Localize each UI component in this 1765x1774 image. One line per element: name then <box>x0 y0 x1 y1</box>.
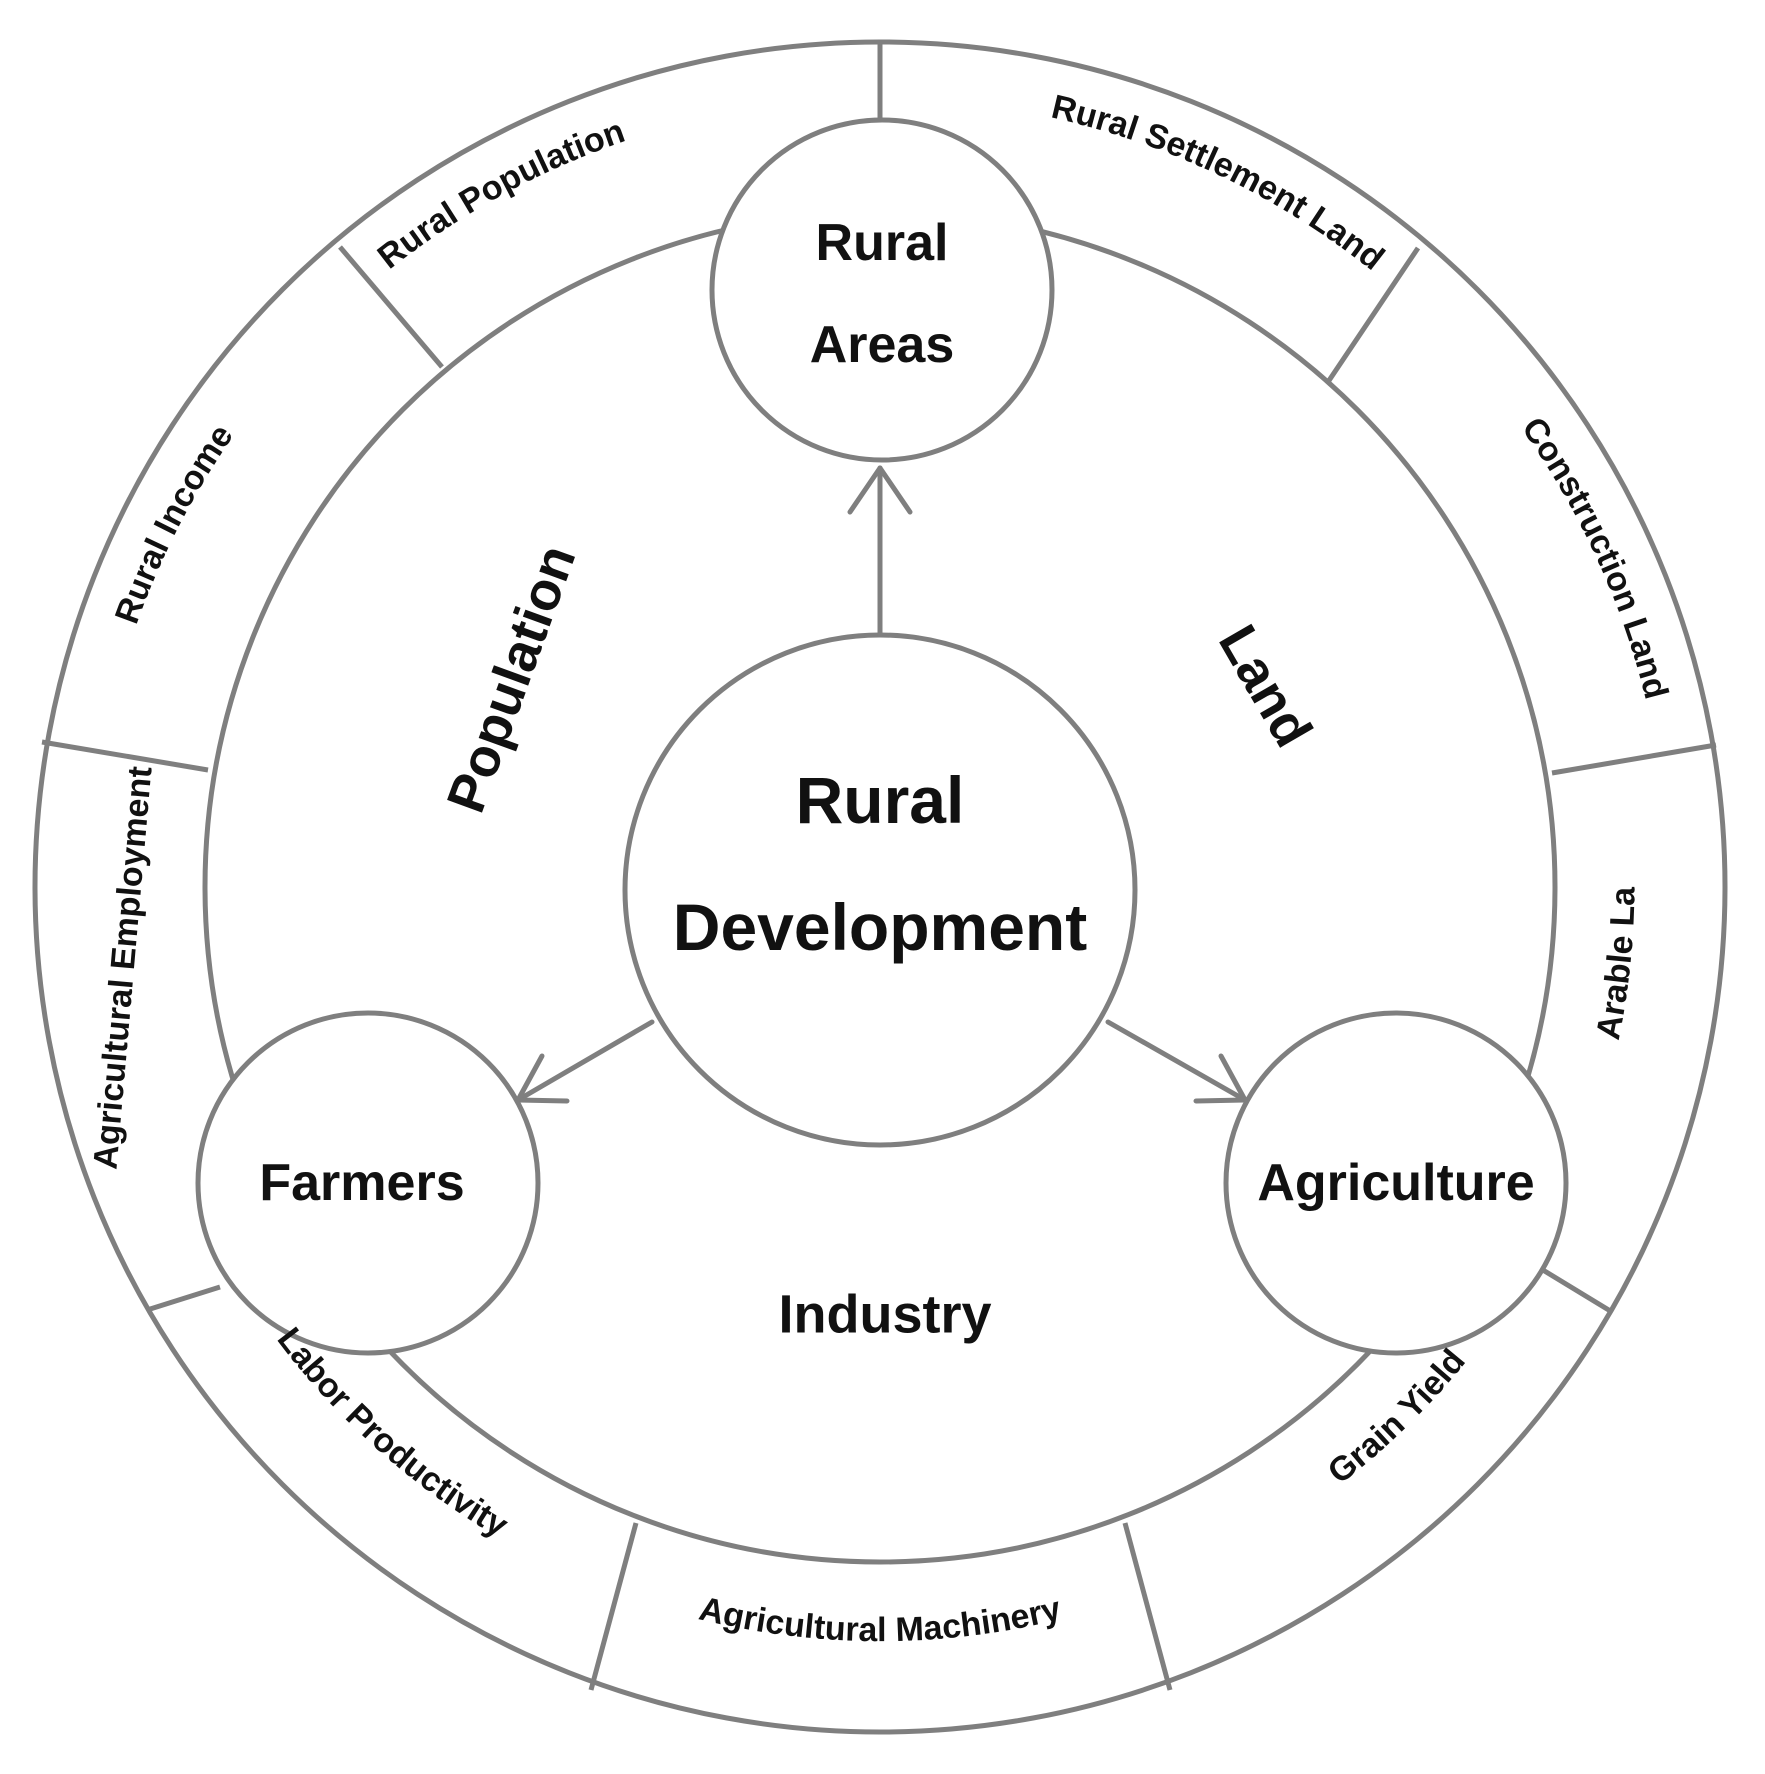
divider-6 <box>588 1522 639 1691</box>
divider-9 <box>338 245 444 369</box>
industry-label: Industry <box>778 1284 991 1344</box>
divider-3 <box>1551 742 1717 776</box>
population-label: Population <box>436 537 588 820</box>
arrowhead-left-icon <box>515 1053 570 1104</box>
rural-areas-label-line1: Rural <box>816 214 949 272</box>
indicator-rural-income: Rural Income <box>108 418 241 629</box>
agriculture-node <box>1223 1010 1569 1356</box>
divider-7 <box>146 1284 221 1313</box>
farmers-node <box>195 1010 541 1356</box>
divider-2 <box>1325 246 1421 384</box>
arrow-to-agriculture <box>1105 1019 1248 1104</box>
indicator-agricultural-employment: Agricultural Employment <box>86 765 159 1171</box>
divider-5 <box>1122 1522 1173 1691</box>
rural-areas-node <box>709 117 1055 463</box>
divider-4 <box>1536 1264 1614 1315</box>
land-label: Land <box>1207 615 1323 757</box>
agriculture-label: Agriculture <box>1257 1154 1534 1212</box>
center-label-line1: Rural <box>796 763 965 837</box>
rural-areas-label-line2: Areas <box>810 316 955 374</box>
indicator-agricultural-machinery: Agricultural Machinery <box>696 1590 1065 1650</box>
arrow-to-rural-areas <box>847 465 913 638</box>
indicator-grain-yield: Grain Yield <box>1321 1342 1473 1491</box>
farmers-label: Farmers <box>259 1154 464 1212</box>
indicator-construction-land: Construction Land <box>1514 410 1675 702</box>
center-label-line2: Development <box>673 890 1087 964</box>
indicator-rural-population: Rural Population <box>371 112 630 276</box>
arrow-to-farmers <box>515 1019 655 1104</box>
divider-8 <box>41 739 209 773</box>
arrowhead-up-icon <box>847 465 913 515</box>
arrowhead-right-icon <box>1193 1053 1248 1104</box>
